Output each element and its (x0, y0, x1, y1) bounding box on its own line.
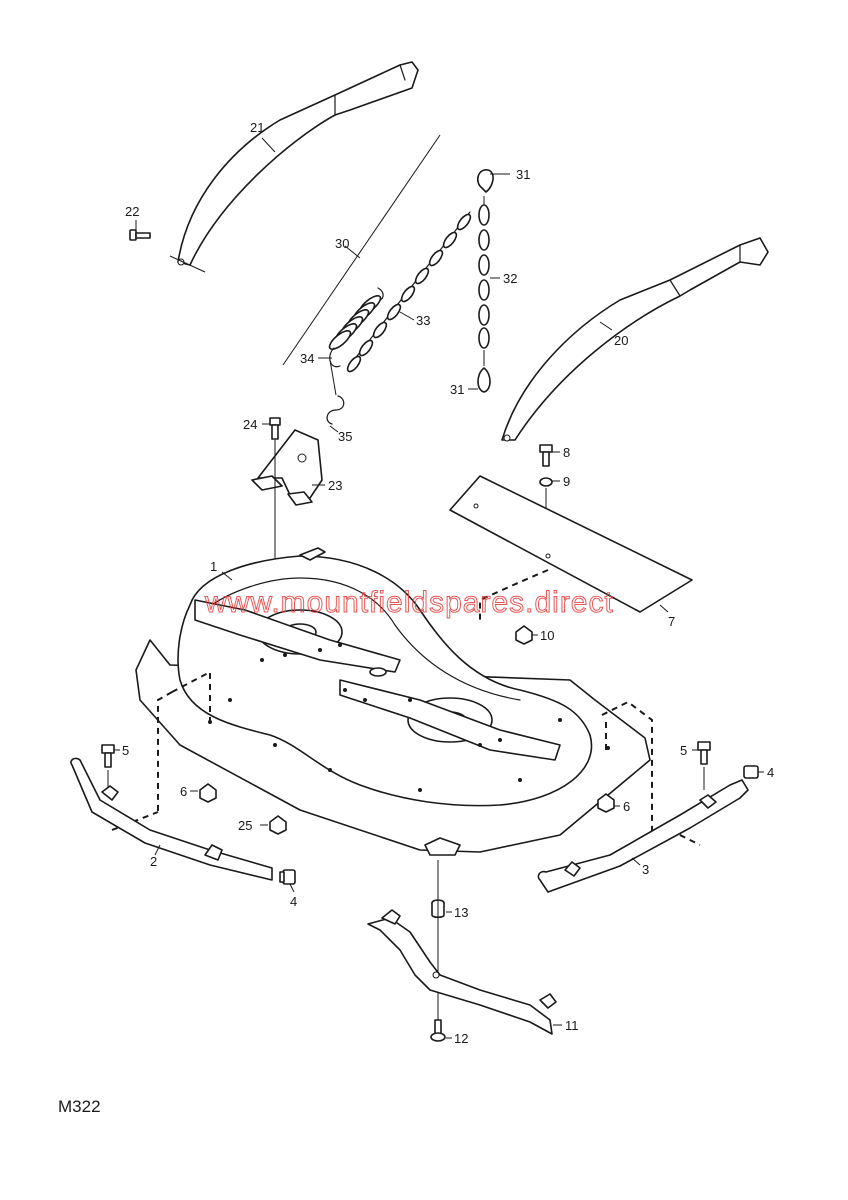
part-5-bolt-left (101, 744, 115, 790)
part-10-nut (515, 625, 533, 645)
callout-7: 7 (668, 614, 675, 629)
callout-34: 34 (300, 351, 314, 366)
callout-6-right: 6 (623, 799, 630, 814)
part-1-mower-deck (135, 547, 651, 856)
callout-12: 12 (454, 1031, 468, 1046)
diagram-code: M322 (58, 1097, 101, 1116)
part-4-cap-left (279, 869, 296, 885)
part-8-bolt (539, 444, 553, 467)
part-9-washer (539, 477, 553, 487)
part-4-cap-right (743, 765, 759, 779)
callout-5-left: 5 (122, 743, 129, 758)
callout-35: 35 (338, 429, 352, 444)
callout-20: 20 (614, 333, 628, 348)
callout-3: 3 (642, 862, 649, 877)
watermark: www.mountfieldspares.direct (204, 586, 614, 619)
callout-10: 10 (540, 628, 554, 643)
part-34-spring (328, 287, 384, 396)
callout-33: 33 (416, 313, 430, 328)
part-21-lift-arm (169, 61, 419, 273)
callout-25: 25 (238, 818, 252, 833)
callout-23: 23 (328, 478, 342, 493)
callout-13: 13 (454, 905, 468, 920)
part-3-roller-bar (537, 779, 749, 893)
callout-24: 24 (243, 417, 257, 432)
callout-32: 32 (503, 271, 517, 286)
part-6-nut-right (597, 793, 615, 813)
callout-31-top: 31 (516, 167, 530, 182)
callout-11: 11 (565, 1018, 579, 1033)
part-6-nut-left (199, 783, 217, 803)
part-35-s-hook (326, 395, 345, 425)
callout-8: 8 (563, 445, 570, 460)
callout-21: 21 (250, 120, 264, 135)
part-30-leader (282, 134, 441, 366)
part-32-chain (476, 169, 494, 393)
callout-4-left: 4 (290, 894, 297, 909)
part-5-bolt-right (697, 741, 711, 790)
part-33-chain (346, 211, 472, 373)
callout-5-right: 5 (680, 743, 687, 758)
callout-31-bottom: 31 (450, 382, 464, 397)
part-24-bolt (269, 417, 281, 440)
callout-2: 2 (150, 854, 157, 869)
part-25-nut (269, 815, 287, 835)
part-20-lift-arm (501, 237, 769, 442)
callout-leaders (114, 137, 764, 1039)
part-22-bolt (129, 229, 151, 241)
callout-6-left: 6 (180, 784, 187, 799)
part-2-roller-bar (70, 757, 273, 881)
callout-30: 30 (335, 236, 349, 251)
part-23-bracket (251, 429, 323, 506)
callout-22: 22 (125, 204, 139, 219)
part-7-cover-plate (449, 475, 693, 613)
part-12-bolt (430, 1019, 446, 1042)
callout-1: 1 (210, 559, 217, 574)
part-11-skid (367, 909, 557, 1035)
callout-4-right: 4 (767, 765, 774, 780)
callout-9: 9 (563, 474, 570, 489)
callout-labels: 21 22 30 31 32 33 34 31 35 24 23 20 8 9 … (122, 120, 774, 1046)
